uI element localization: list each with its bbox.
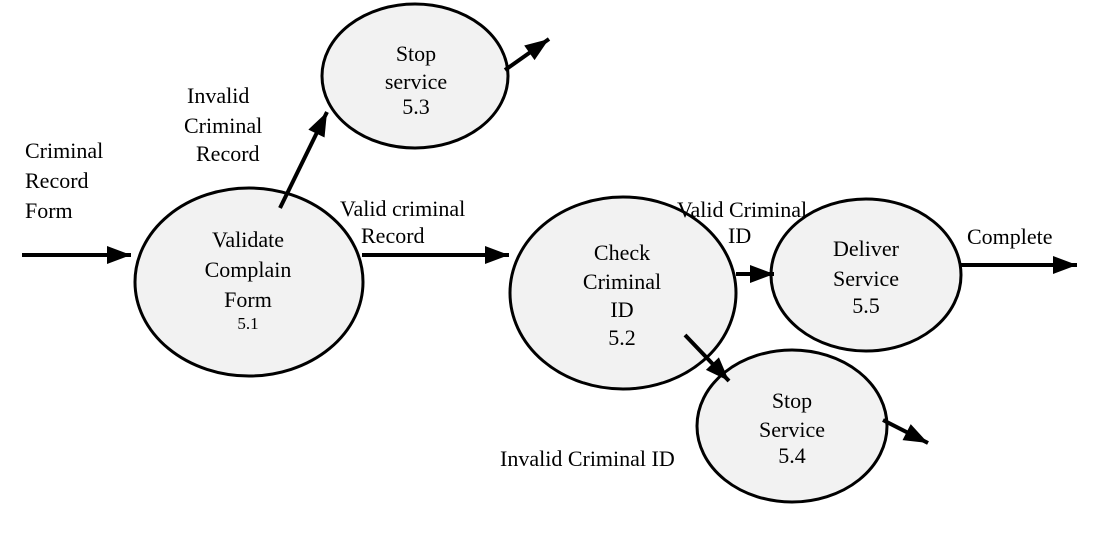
process-number: 5.1 bbox=[237, 314, 258, 333]
flow-label-invalid-criminal-record: Record bbox=[196, 141, 260, 166]
flow-label-valid-criminal-id: Valid Criminal bbox=[677, 197, 807, 222]
flow-label-valid-criminal-id: ID bbox=[728, 223, 751, 248]
flow-label-criminal-record-form: Record bbox=[25, 168, 89, 193]
process-label-line: Check bbox=[594, 240, 650, 265]
process-stop-service-5-4 bbox=[695, 348, 889, 504]
process-label-line: ID bbox=[610, 297, 633, 322]
arrow-stop-service-5-4-output bbox=[882, 418, 929, 445]
process-check-criminal-id bbox=[508, 195, 738, 391]
arrow-stop-service-5-3-output bbox=[503, 37, 551, 72]
process-number: 5.3 bbox=[402, 94, 430, 119]
process-label-line: service bbox=[385, 69, 447, 94]
process-label-line: Service bbox=[759, 417, 825, 442]
process-number: 5.5 bbox=[852, 293, 880, 318]
flow-label-invalid-criminal-record: Invalid bbox=[187, 83, 249, 108]
flow-label-criminal-record-form: Form bbox=[25, 198, 73, 223]
flow-label-valid-criminal-record: Record bbox=[361, 223, 425, 248]
arrow-invalid-id-to-stop-service bbox=[683, 333, 731, 383]
flow-label-complete: Complete bbox=[967, 224, 1053, 249]
process-label-line: Complain bbox=[205, 257, 292, 282]
process-number: 5.4 bbox=[778, 443, 806, 468]
process-label-line: Validate bbox=[212, 227, 284, 252]
flow-label-valid-criminal-record: Valid criminal bbox=[340, 196, 465, 221]
process-label-line: Form bbox=[224, 287, 272, 312]
arrow-invalid-record-to-stop-service bbox=[278, 111, 329, 209]
process-label-line: Deliver bbox=[833, 236, 900, 261]
process-label-line: Service bbox=[833, 266, 899, 291]
process-stop-service-5-3 bbox=[320, 2, 510, 150]
process-number: 5.2 bbox=[608, 325, 636, 350]
process-label-line: Stop bbox=[772, 388, 812, 413]
flow-label-invalid-criminal-id: Invalid Criminal ID bbox=[500, 446, 675, 471]
flow-label-criminal-record-form: Criminal bbox=[25, 138, 103, 163]
process-label-line: Criminal bbox=[583, 269, 661, 294]
process-validate-complain-form bbox=[133, 186, 365, 378]
flow-label-invalid-criminal-record: Criminal bbox=[184, 113, 262, 138]
process-label-line: Stop bbox=[396, 41, 436, 66]
